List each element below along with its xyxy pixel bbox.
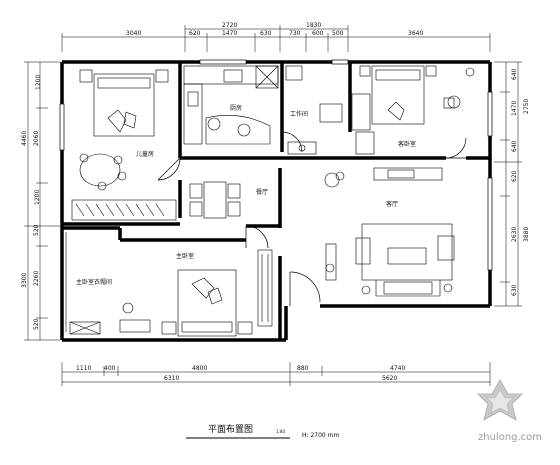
room-label-study: 工作间 (290, 110, 308, 118)
ceiling-height: H: 2700 mm (302, 432, 339, 439)
dim-right-3: 640 (511, 140, 518, 152)
dim-bottom-6: 6310 (164, 375, 179, 382)
room-label-dining: 餐厅 (256, 188, 268, 196)
dim-bottom-7: 5620 (382, 375, 397, 382)
windows (59, 59, 493, 271)
dim-right-5: 620 (511, 170, 518, 182)
dim-left-2: 2060 (33, 131, 40, 146)
top-dimension-lines (61, 25, 491, 52)
room-label-master-dressing: 主卧室衣帽间 (76, 278, 112, 286)
bottom-dimension-lines (61, 362, 491, 386)
dim-left-3: 1200 (34, 190, 41, 205)
dim-top-6: 1830 (306, 22, 321, 29)
right-dimension-lines (494, 61, 522, 307)
dim-right-1: 640 (511, 68, 518, 80)
room-label-kids: 儿童房 (136, 150, 154, 158)
dim-top-2: 2720 (222, 22, 237, 29)
dim-left-6: 2260 (33, 271, 40, 286)
room-label-kitchen: 厨房 (230, 104, 242, 112)
dim-right-4: 2750 (523, 99, 530, 114)
doors (157, 131, 467, 306)
master-bedroom-furniture (65, 232, 273, 337)
dim-right-8: 3880 (523, 227, 530, 242)
exterior-walls (60, 60, 492, 342)
kitchen-furniture (183, 65, 279, 145)
dim-top-3: 620 (189, 30, 201, 37)
room-label-guest-bedroom: 客卧室 (398, 140, 416, 148)
dim-left-1: 1200 (35, 75, 42, 90)
room-label-master-bedroom: 主卧室 (176, 252, 194, 260)
dim-top-4: 1470 (222, 30, 237, 37)
room-label-living: 客厅 (386, 200, 398, 208)
dim-top-9: 500 (332, 30, 344, 37)
kids-room-furniture (71, 69, 177, 221)
dim-left-8: 3300 (21, 273, 28, 288)
dim-right-6: 2630 (511, 227, 518, 242)
dim-bottom-1: 1110 (76, 365, 91, 372)
dim-top-8: 600 (312, 30, 324, 37)
left-dimension-lines (24, 61, 60, 341)
dim-left-5: 520 (33, 224, 40, 236)
dim-left-4: 4460 (21, 131, 28, 146)
watermark-logo-icon (477, 379, 523, 421)
dim-bottom-4: 880 (297, 365, 309, 372)
guest-bedroom-furniture (351, 65, 475, 155)
watermark-text: zhulong.com (478, 432, 542, 443)
dining-furniture (189, 181, 241, 219)
dim-bottom-2: 400 (104, 365, 116, 372)
dim-bottom-3: 4800 (192, 365, 207, 372)
dim-left-7: 520 (33, 318, 40, 330)
study-furniture (285, 65, 343, 155)
dim-top-7: 730 (289, 30, 301, 37)
interior-walls (62, 62, 490, 340)
dim-top-5: 630 (260, 30, 272, 37)
plan-title: 平面布置图 (208, 423, 253, 435)
dim-right-2: 1470 (511, 101, 518, 116)
dim-bottom-5: 4740 (390, 365, 405, 372)
plan-scale: 1:80 (276, 429, 285, 434)
dim-top-1: 3040 (126, 30, 141, 37)
dim-right-7: 630 (511, 284, 518, 296)
dim-top-10: 3640 (408, 30, 423, 37)
living-room-furniture (324, 167, 455, 297)
